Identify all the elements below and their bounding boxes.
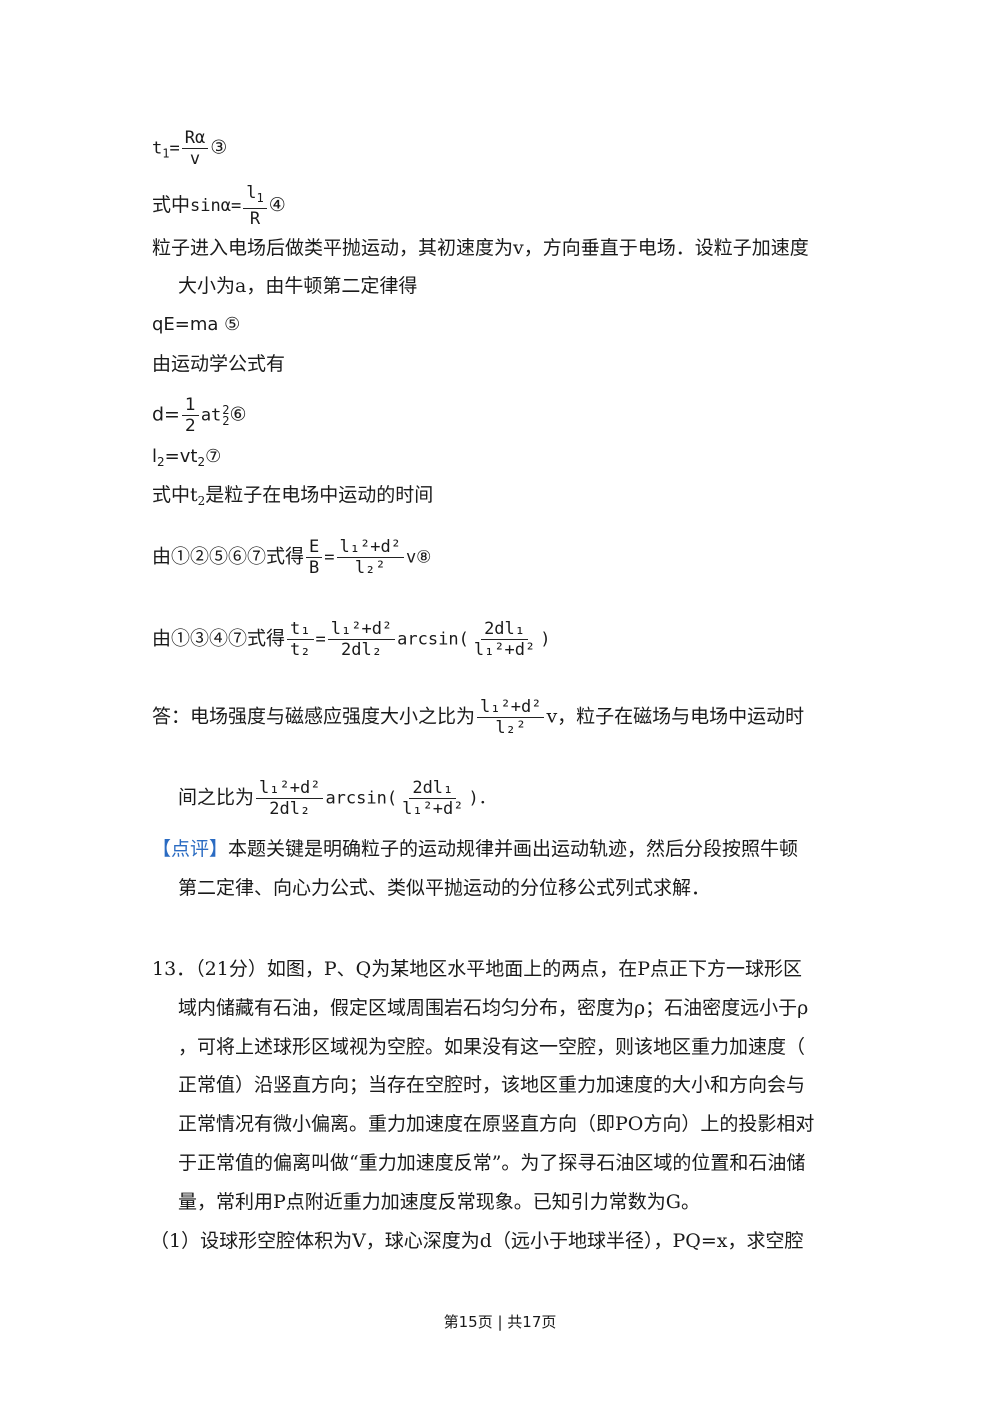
question-13-line: 量，常利用P点附近重力加速度反常现象。已知引力常数为G。 bbox=[178, 1191, 700, 1213]
eq4-sin: sinα bbox=[190, 196, 231, 216]
eq3-equals: = bbox=[169, 138, 180, 159]
page-footer: 第15页 | 共17页 bbox=[443, 1313, 557, 1331]
eq6-body: at bbox=[200, 405, 222, 426]
eq6-numerator: 1 bbox=[181, 395, 199, 416]
question-13-line: 于正常值的偏离叫做“重力加速度反常”。为了探寻石油区域的位置和石油储 bbox=[178, 1152, 806, 1174]
question-13-line: 正常情况有微小偏离。重力加速度在原竖直方向（即PO方向）上的投影相对 bbox=[178, 1113, 815, 1135]
question-13-line: 域内储藏有石油，假定区域周围岩石均匀分布，密度为ρ；石油密度远小于ρ bbox=[178, 997, 809, 1019]
question-13-subquestion-1: （1）设球形空腔体积为V，球心深度为d（远小于地球半径），PQ=x，求空腔 bbox=[150, 1230, 804, 1252]
eq4-denominator: R bbox=[249, 209, 261, 229]
eq9-arcsin: arcsin( bbox=[397, 629, 469, 650]
eq4-prefix: 式中 bbox=[152, 194, 191, 216]
question-13-line: 13．（21分）如图，P、Q为某地区水平地面上的两点，在P点正下方一球形区 bbox=[152, 958, 803, 980]
comment-tag: 【点评】 bbox=[152, 838, 229, 860]
eq4-tag: ④ bbox=[268, 194, 286, 216]
question-13-line: 正常值）沿竖直方向；当存在空腔时，该地区重力加速度的大小和方向会与 bbox=[178, 1074, 806, 1096]
eq8-tail: v⑧ bbox=[405, 547, 432, 568]
question-13-line: ，可将上述球形区域视为空腔。如果没有这一空腔，则该地区重力加速度（ bbox=[178, 1036, 806, 1058]
eq6-tag: ⑥ bbox=[229, 403, 247, 426]
equation-7: l2=vt2⑦ bbox=[152, 446, 222, 469]
eq3-tag: ③ bbox=[210, 136, 228, 159]
eq6-denominator: 2 bbox=[184, 416, 196, 436]
eq3-lhs-sub: 1 bbox=[162, 146, 170, 161]
eq4-numerator: l1 bbox=[243, 183, 267, 209]
eq3-lhs: t bbox=[152, 138, 163, 159]
eq3-denominator: v bbox=[189, 149, 201, 169]
comment-line-2: 第二定律、向心力公式、类似平抛运动的分位移公式列式求解． bbox=[178, 877, 711, 899]
paragraph-line: 大小为a，由牛顿第二定律得 bbox=[178, 275, 418, 297]
comment-line-1: 【点评】本题关键是明确粒子的运动规律并画出运动轨迹，然后分段按照牛顿 bbox=[152, 838, 799, 860]
paragraph-line: 由运动学公式有 bbox=[152, 353, 286, 375]
eq8-prefix: 由①②⑤⑥⑦式得 bbox=[152, 545, 305, 568]
equation-5: qE=ma ⑤ bbox=[152, 314, 241, 335]
eq9-prefix: 由①③④⑦式得 bbox=[152, 627, 286, 650]
eq3-numerator: Rα bbox=[181, 128, 209, 149]
eq4-equals: = bbox=[230, 196, 242, 216]
paragraph-line: 粒子进入电场后做类平抛运动，其初速度为v，方向垂直于电场．设粒子加速度 bbox=[152, 237, 809, 259]
paragraph-line: 式中t2是粒子在电场中运动的时间 bbox=[152, 484, 434, 508]
eq6-lhs: d= bbox=[152, 403, 180, 426]
